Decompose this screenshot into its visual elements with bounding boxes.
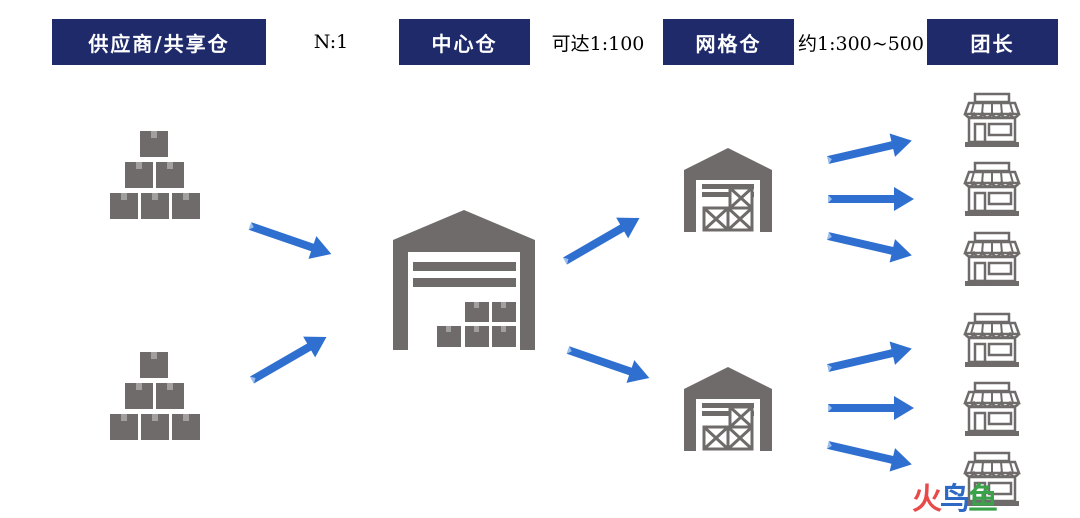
ratio-grid-leader: 约1:300~500 (798, 32, 924, 55)
flow-arrow-grid1-store2 (828, 187, 914, 211)
flow-arrow-grid2-store6 (825, 433, 915, 477)
flow-arrow-center-grid1 (559, 207, 646, 272)
flow-arrow-supplier1-center (246, 214, 336, 266)
watermark-part-2: 鸟 (940, 482, 970, 517)
storefront-icon-3 (963, 231, 1021, 288)
storefront-icon-5 (963, 381, 1021, 438)
flow-arrow-grid2-store5 (828, 396, 914, 420)
flow-arrow-center-grid2 (564, 338, 654, 390)
storefront-icon-1 (963, 92, 1021, 149)
storefront-icon-4 (963, 312, 1021, 369)
central-warehouse-icon (393, 210, 535, 350)
watermark-logo: 火鸟鱼 (912, 474, 998, 518)
header-center-warehouse: 中心仓 (399, 19, 530, 65)
flow-arrow-grid2-store4 (825, 336, 915, 380)
grid-warehouse-icon-top (682, 146, 774, 234)
storefront-icon-2 (963, 161, 1021, 218)
ratio-center-grid: 可达1:100 (551, 32, 645, 55)
header-grid-warehouse: 网格仓 (663, 19, 794, 65)
flow-arrow-grid1-store1 (825, 128, 915, 172)
flow-arrow-supplier2-center (246, 326, 333, 391)
grid-warehouse-icon-bottom (682, 365, 774, 453)
supplier-boxes-icon-bottom (110, 352, 200, 440)
flow-arrow-grid1-store3 (825, 224, 915, 268)
watermark-part-3: 鱼 (968, 482, 998, 517)
header-group-leader: 团长 (927, 19, 1058, 65)
supplier-boxes-icon-top (110, 131, 200, 219)
ratio-supplier-center: N:1 (313, 31, 349, 53)
watermark-part-1: 火 (912, 482, 942, 517)
header-supplier: 供应商/共享仓 (52, 19, 266, 65)
